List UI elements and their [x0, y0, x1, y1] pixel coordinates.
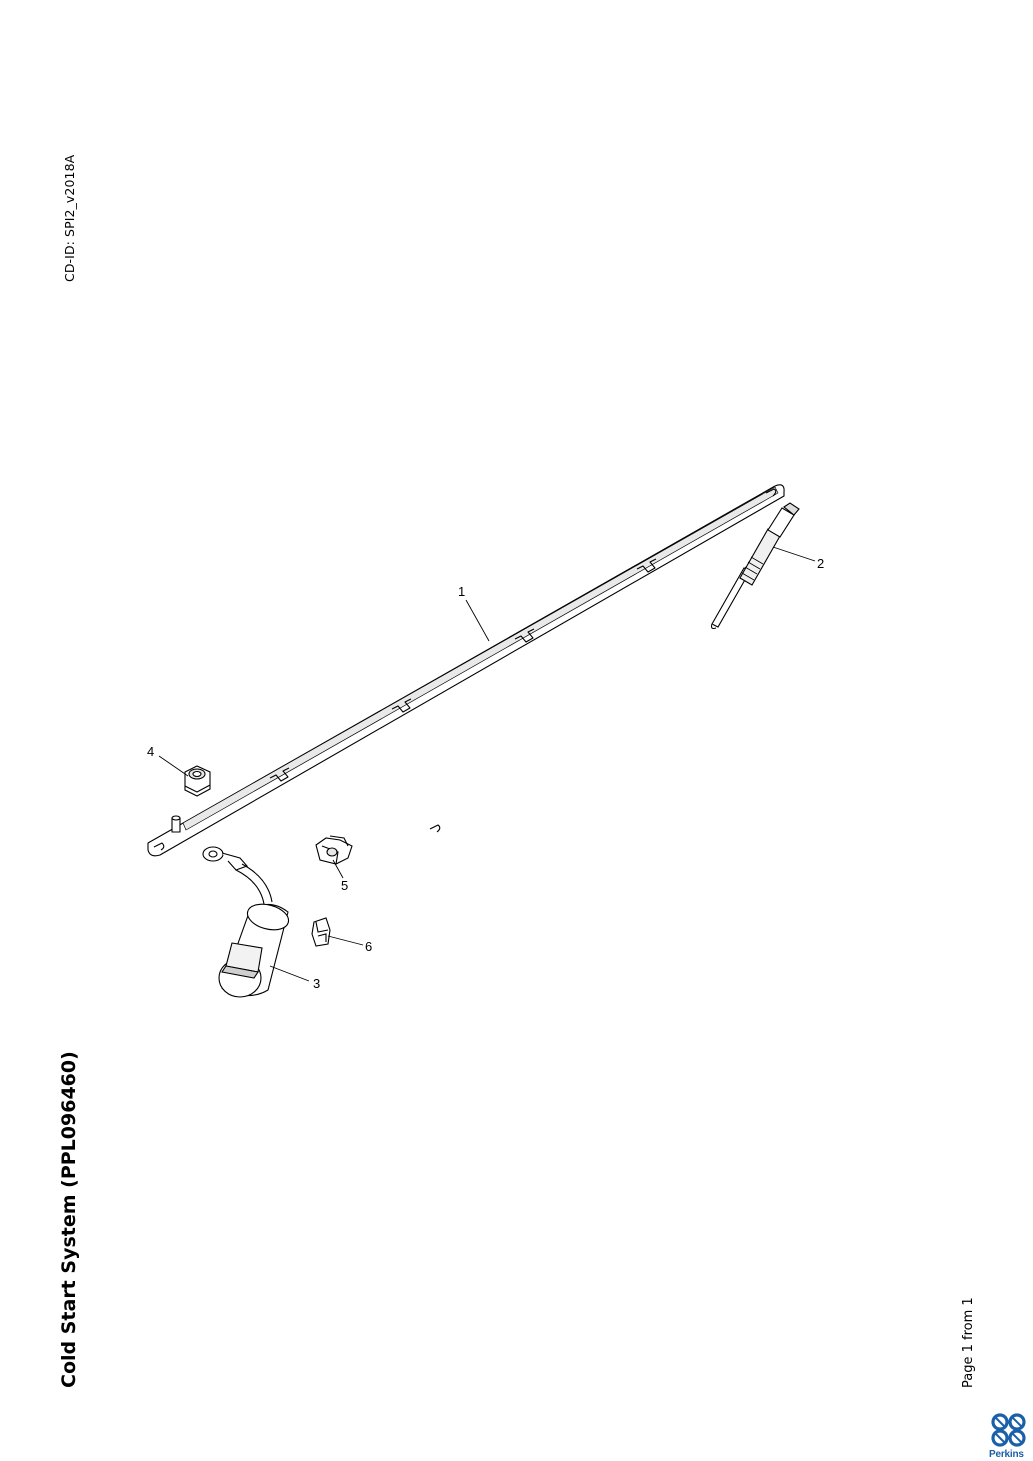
leader-lines: [158, 546, 816, 982]
busbar-part: [147, 484, 785, 857]
clip-part-5: [315, 835, 353, 865]
nut-part: [184, 765, 211, 797]
callout-1: 1: [458, 584, 465, 599]
connector-boot-part: [202, 846, 290, 998]
clip-part-6: [311, 917, 331, 947]
callout-6: 6: [365, 939, 372, 954]
callout-5: 5: [341, 878, 348, 893]
callout-3: 3: [313, 976, 320, 991]
callout-2: 2: [817, 556, 824, 571]
perkins-wordmark: Perkins: [989, 1449, 1024, 1460]
perkins-logo-icon: [991, 1413, 1026, 1447]
glow-plug-part: [710, 502, 800, 630]
callout-4: 4: [147, 744, 154, 759]
